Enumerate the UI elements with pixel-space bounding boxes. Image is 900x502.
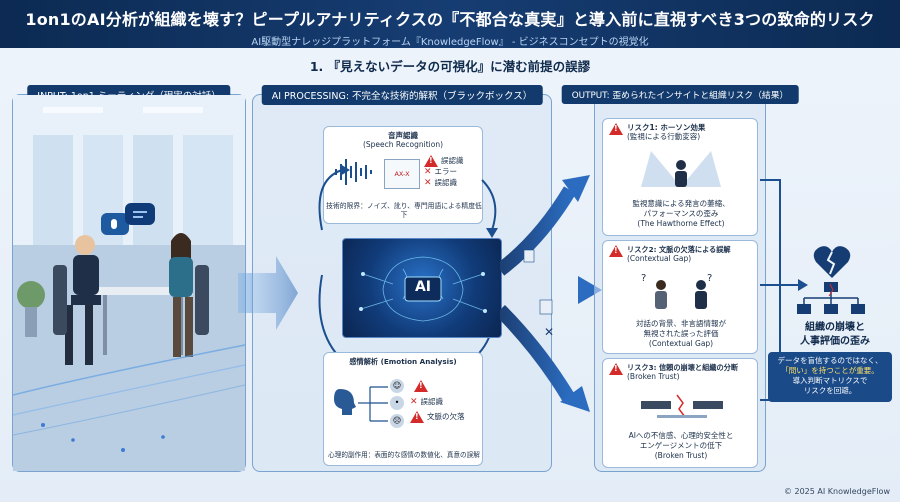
recommendation-note: データを盲信するのではなく、 「問い」を持つことが重要。 導入判断マトリクスで … [768, 352, 892, 402]
emoji-happy-icon: ☺ [390, 379, 404, 393]
speech-recognition-card: 音声認識 (Speech Recognition) AX-X 誤認識 ✕エラー … [323, 126, 483, 224]
risk-3-desc-2: エンゲージメントの低下 [639, 441, 723, 450]
transcript-doc: AX-X [384, 159, 420, 189]
svg-text:?: ? [707, 273, 712, 284]
broken-heart-icon [813, 246, 851, 278]
conclusion-label-2: 人事評価の歪み [800, 336, 870, 347]
emotion-tree-lines [358, 386, 388, 422]
risk-1-desc-2: パフォーマンスの歪み [643, 209, 719, 218]
speech-bubble-icon [101, 203, 155, 235]
spotlight-person-icon [641, 151, 721, 187]
emotion-error-2: 文脈の欠落 [427, 412, 465, 422]
risk-2-title: リスク2: 文脈の欠落による誤解 [627, 245, 731, 254]
emoji-sad-icon: ☹ [390, 414, 404, 428]
note-line-3: 導入判断マトリクスで [792, 376, 868, 386]
note-line-1: データを盲信するのではなく、 [777, 356, 883, 365]
svg-text:?: ? [641, 273, 646, 284]
speech-title-en: (Speech Recognition) [362, 140, 444, 150]
speech-error-list: 誤認識 ✕エラー ✕誤認識 [424, 154, 482, 188]
risk-1-desc-1: 監視意識による発言の萎縮、 [632, 199, 730, 208]
emotion-analysis-card: 感情解析 (Emotion Analysis) ☺ • ☹ ✕誤認識 文脈の欠落… [323, 352, 483, 466]
speech-title: 音声認識 [388, 131, 418, 140]
head-profile-icon [334, 389, 356, 415]
emotion-error-1: 誤認識 [420, 397, 444, 407]
ai-chip-label: AI [414, 279, 432, 295]
risk-2-desc-2: 無視された誤った評価 [643, 329, 719, 338]
risk-1-desc-3: (The Hawthorne Effect) [637, 219, 725, 228]
emotion-error-row-2: 文脈の欠落 [410, 411, 465, 423]
risk-2-subtitle: (Contextual Gap) [627, 254, 692, 263]
speech-error-3: 誤認識 [434, 177, 458, 187]
warning-icon [414, 380, 428, 392]
risk-2-desc-3: (Contextual Gap) [648, 339, 714, 348]
main-title: 1on1のAI分析が組織を壊す？ピープルアナリティクスの『不都合な真実』と導入前… [25, 10, 875, 29]
x-mark-icon: ✕ [424, 177, 432, 188]
note-line-2: 「問い」を持つことが重要。 [781, 366, 879, 376]
meeting-illustration [13, 95, 245, 471]
speech-error-2: エラー [434, 166, 458, 176]
risk-1-header: リスク1: ホーソン効果 (監視による行動変容) [603, 119, 757, 142]
emotion-error-row-1: ✕誤認識 [410, 397, 443, 407]
warning-icon [609, 363, 623, 375]
risk-3-subtitle: (Broken Trust) [627, 372, 680, 381]
transcript-error-text: AX-X [394, 170, 410, 178]
emoji-neutral-icon: • [390, 396, 404, 410]
x-mark-icon: ✕ [410, 397, 418, 407]
x-mark-icon: ✕ [424, 166, 432, 177]
subtitle: AI駆動型ナレッジプラットフォーム『KnowledgeFlow』 - ビジネスコ… [251, 37, 649, 48]
speech-error-1: 誤認識 [441, 155, 464, 165]
risk-3-desc-3: (Broken Trust) [654, 451, 708, 460]
emotion-warning-1 [414, 377, 428, 396]
org-chart-broken-icon [797, 282, 865, 314]
header-banner: 1on1のAI分析が組織を壊す？ピープルアナリティクスの『不都合な真実』と導入前… [0, 0, 900, 48]
risk-3-header: リスク3: 信頼の崩壊と組織の分断 (Broken Trust) [603, 359, 757, 381]
warning-icon [609, 123, 623, 135]
conclusion-label-1: 組織の崩壊と [805, 322, 865, 333]
processing-panel-label: AI PROCESSING: 不完全な技術的解釈（ブラックボックス） [261, 85, 543, 105]
broken-handshake-icon [641, 394, 723, 418]
emotion-title: 感情解析 (Emotion Analysis) [349, 357, 457, 366]
confused-people-icon: ? ? [641, 273, 712, 309]
risk-card-1: リスク1: ホーソン効果 (監視による行動変容) 監視意識による発言の萎縮、 パ… [602, 118, 758, 236]
brain-icon [359, 256, 487, 322]
warning-icon [424, 154, 438, 167]
risk-3-desc-1: AIへの不信感、心理的安全性と [628, 431, 734, 440]
warning-icon [410, 411, 424, 423]
processing-to-output-arrows: ✕ [500, 175, 602, 412]
risk-1-subtitle: (監視による行動変容) [627, 132, 701, 142]
warning-icon [609, 245, 623, 257]
section-title: 1. 『見えないデータの可視化』に潜む前提の誤謬 [309, 59, 591, 74]
risk-2-header: リスク2: 文脈の欠落による誤解 (Contextual Gap) [603, 241, 757, 263]
risk-1-title: リスク1: ホーソン効果 [627, 123, 706, 132]
risk-2-desc-1: 対話の背景、非言語情報が [636, 319, 726, 328]
risk-card-3: リスク3: 信頼の崩壊と組織の分断 (Broken Trust) AIへの不信感… [602, 358, 758, 468]
emotion-limit-text: 心理的副作用：表面的な感情の数値化、真意の誤解 [328, 450, 480, 459]
output-panel-label: OUTPUT: 歪められたインサイトと組織リスク（結果） [561, 85, 799, 104]
risk-3-title: リスク3: 信頼の崩壊と組織の分断 [627, 363, 739, 372]
input-panel: INPUT: 1on1 ミーティング（現実の対話） [12, 85, 246, 472]
risk-card-2: リスク2: 文脈の欠落による誤解 (Contextual Gap) ? ? 対話… [602, 240, 758, 354]
copyright-footer: © 2025 AI KnowledgeFlow [783, 487, 890, 496]
svg-text:✕: ✕ [544, 325, 554, 339]
ai-brain-box: AI [342, 238, 502, 338]
note-line-4: リスクを回避。 [803, 386, 857, 396]
speech-limit-text: 技術的限界：ノイズ、訛り、専門用語による精度低下 [326, 202, 482, 219]
